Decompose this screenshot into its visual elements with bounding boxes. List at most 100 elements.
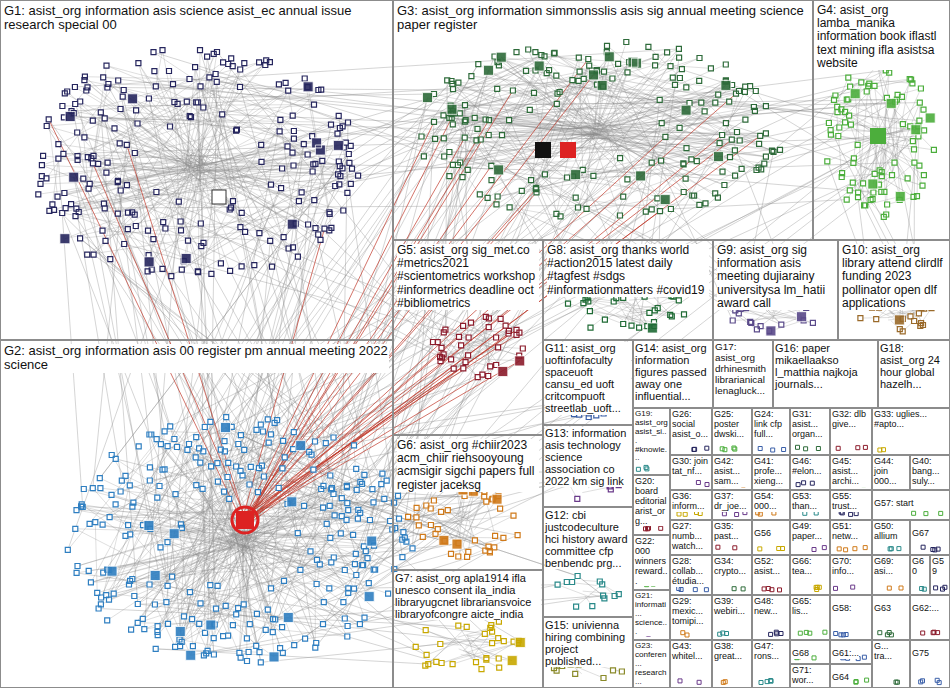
group-label: G70: info... [832,557,870,577]
group-label: G25: poster dwski... [714,410,750,440]
group-panel: G12: cbi justcodeculture hci history awa… [543,507,633,617]
group-panel: G26: social asist_o... [670,408,712,455]
group-label: G33: uglies... #apto... [874,410,948,430]
group-panel: G60 [910,555,930,595]
small-group-vertices [636,465,926,684]
group-label: G46: #elon... [792,457,828,477]
group-label: G66: tea... [792,557,828,577]
group-panel: G10: asist_org library attend clirdlf fu… [838,240,950,340]
group-label: G50: allium [874,522,908,542]
group-label: G37: dr_joe... [714,492,750,512]
group-label: G34: crypto... [714,557,750,577]
small-group-vertices [646,481,855,685]
group-label: G45: asist... archi... [832,457,870,487]
group-panel: G70: info... [830,555,872,595]
vertex-icons [413,619,521,672]
group-label: G60 [912,557,928,577]
group-panel: G55: trust... [830,490,872,520]
small-group-vertices [681,482,903,684]
vertex-icons [431,314,526,379]
group-label: G55: trust... [832,492,870,512]
group-label: G39: webiri... [714,597,750,617]
group-label: G41: profe... xieng... [754,457,788,487]
group-panel: G47: rons... [752,640,790,688]
group-panel: G2: asist_org information asis 00 regist… [0,340,393,688]
group-label: G44: join 000... [874,457,908,487]
group-label: G7: asist_org apla1914 ifla unesco conse… [395,572,541,620]
group-panel: G15: univienna hiring combining project … [543,617,633,688]
group-panel: G53: than... [790,490,830,520]
vertex-pictures [423,52,731,205]
group-label: G62:... [912,604,939,614]
group-panel: G39: webiri... [712,595,752,640]
group-label: G18: asist_org 24 hour global hazelh... [880,342,948,390]
group-panel: G29: mexic... tomipi... [670,595,712,640]
group-label: G15: univienna hiring combining project … [545,619,631,667]
group-label: G3: asist_org information simmonsslis as… [397,4,809,33]
small-group-vertices [644,445,940,635]
group-panel: G8: asist_org thanks world #action2015 l… [543,240,713,340]
vertex-icons [406,482,520,559]
group-panel: G17: asist_org drhinesmith librarianical… [713,340,773,408]
small-group-vertices [677,447,942,685]
group-panel: G20: board editorial arist_org... [633,475,670,535]
small-group-vertices [645,446,943,684]
group-panel: G64 [830,664,872,688]
group-panel: G19: asist_org asist_si... #knowle... [633,408,670,475]
group-label: G26: social asist_o... [672,410,710,440]
group-panel: G... tra... [872,640,910,688]
group-label: G8: asist_org thanks world #action2015 l… [547,244,709,297]
group-label: G31: asist... organ... [792,410,828,440]
group-panel: G14: asist_org information figures passe… [633,340,713,408]
group-panel: G28: collab... étudia... [670,555,712,595]
group-label: G56 [754,529,771,539]
group-panel: G61:... [830,640,872,664]
vertex-icons [65,415,415,665]
group-label: G16: paper mikaellaakso l_matthia najkoj… [775,342,876,390]
group-label: G61:... [832,649,859,659]
group-panel: G3: asist_org information simmonsslis as… [393,0,813,240]
group-panel: G16: paper mikaellaakso l_matthia najkoj… [773,340,878,408]
group-panel: G75 [910,640,950,688]
group-label: G4: asist_org lamba_manika information b… [817,4,946,70]
group-label: G52: asist... [754,557,788,577]
group-panel: G63 [872,595,910,640]
group-label: G51: netw... [832,522,870,542]
group-label: G63 [874,604,891,614]
vertex-icons [825,62,937,219]
group-label: G19: asist_org asist_si... #knowle... [635,410,668,463]
group-label: G54: 000... [754,492,788,512]
group-label: G40: bang... suly... [912,457,948,487]
group-label: G24: link cfp full... [754,410,788,440]
group-label: G57: start [874,499,914,509]
group-label: G65: lis... [792,597,828,617]
group-label: G47: rons... [754,642,788,662]
group-label: G58: [832,604,852,614]
group-panel: G11: asist_org uoftinfofaculty spaceuoft… [543,340,633,425]
hub-vertex [560,142,576,158]
group-panel: G50: allium [872,520,910,555]
hub-vertex [212,190,226,204]
group-panel: G42: asist... sam... [712,455,752,490]
group-label: G49: paper... [792,522,828,542]
group-label: G20: board editorial arist_org... [635,477,668,526]
group-panel: G23: conferen... research... [633,640,670,688]
vertex-icons [36,48,361,279]
group-panel: G69: asi... [872,555,910,595]
group-label: G59 [932,557,948,577]
group-label: G43: whitel... [672,642,710,662]
vertex-pictures [498,356,525,377]
group-panel: G13: information asis technology science… [543,425,633,507]
group-label: G13: information asis technology science… [545,427,631,487]
group-panel: G22: 000 winners reward... [633,535,670,590]
group-panel: G9: asist_org sig information asis meeti… [713,240,838,340]
group-panel: G44: join 000... [872,455,910,490]
group-panel: G51: netw... [830,520,872,555]
vertex-pictures [766,312,807,336]
hub-ring [232,507,258,533]
group-label: G48: new... [754,597,788,617]
group-label: G6: asist_org #chiir2023 acm_chiir riehs… [397,439,539,492]
group-panel: G65: lis... [790,595,830,640]
group-panel: G48: new... [752,595,790,640]
